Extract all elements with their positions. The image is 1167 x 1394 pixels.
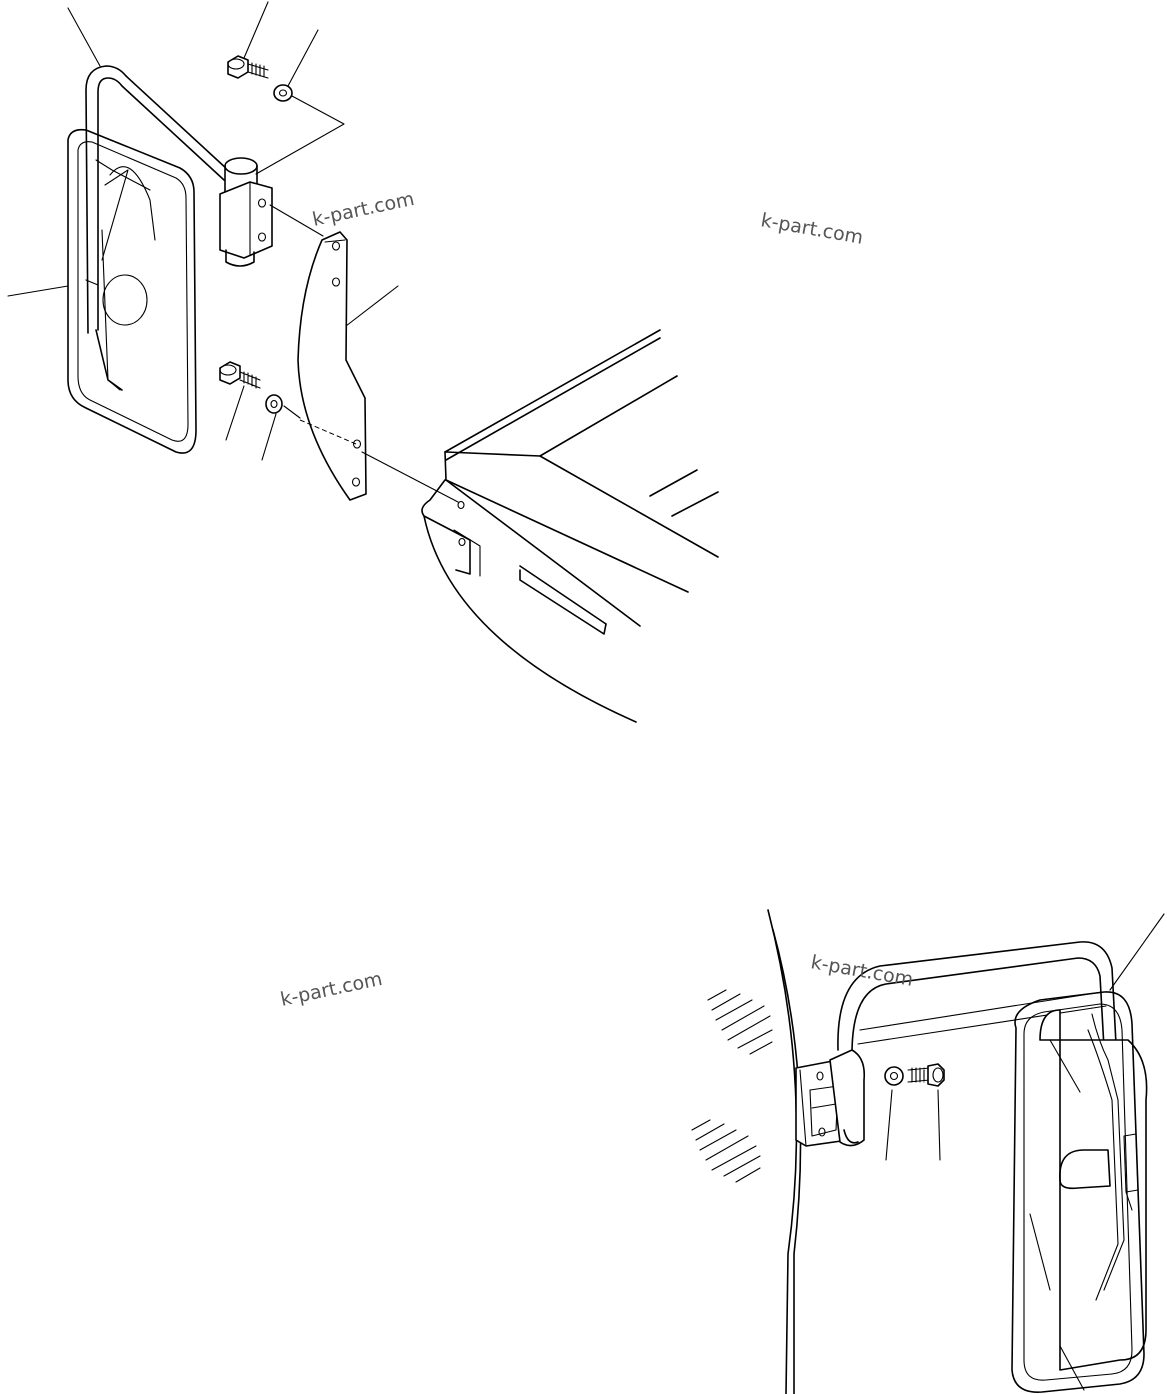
cab-body xyxy=(421,329,719,723)
exploded-view xyxy=(7,1,719,723)
bolt-installed xyxy=(907,1063,945,1087)
upper-washer xyxy=(273,84,293,102)
watermark-text: k-part.com xyxy=(278,968,384,1011)
mirror-head-installed xyxy=(1011,991,1148,1393)
mounting-plate xyxy=(297,231,367,501)
mirror-stay-installed xyxy=(837,941,1121,1121)
watermark-text: k-part.com xyxy=(759,209,865,249)
leader-lines xyxy=(7,1,459,503)
lower-bolt xyxy=(219,361,261,389)
mirror-stay xyxy=(85,65,229,391)
washer-installed xyxy=(884,1066,904,1086)
installed-view xyxy=(691,909,1165,1394)
pivot-bracket xyxy=(219,157,273,267)
leader-lines-installed xyxy=(885,913,1165,1391)
watermark-text: k-part.com xyxy=(310,188,416,231)
lower-washer xyxy=(265,394,283,414)
glass-hatching xyxy=(691,989,773,1183)
upper-bolt xyxy=(227,55,269,79)
watermark-text: k-part.com xyxy=(809,951,915,991)
cab-pillar xyxy=(767,909,802,1394)
pivot-bracket-installed xyxy=(795,1049,866,1147)
